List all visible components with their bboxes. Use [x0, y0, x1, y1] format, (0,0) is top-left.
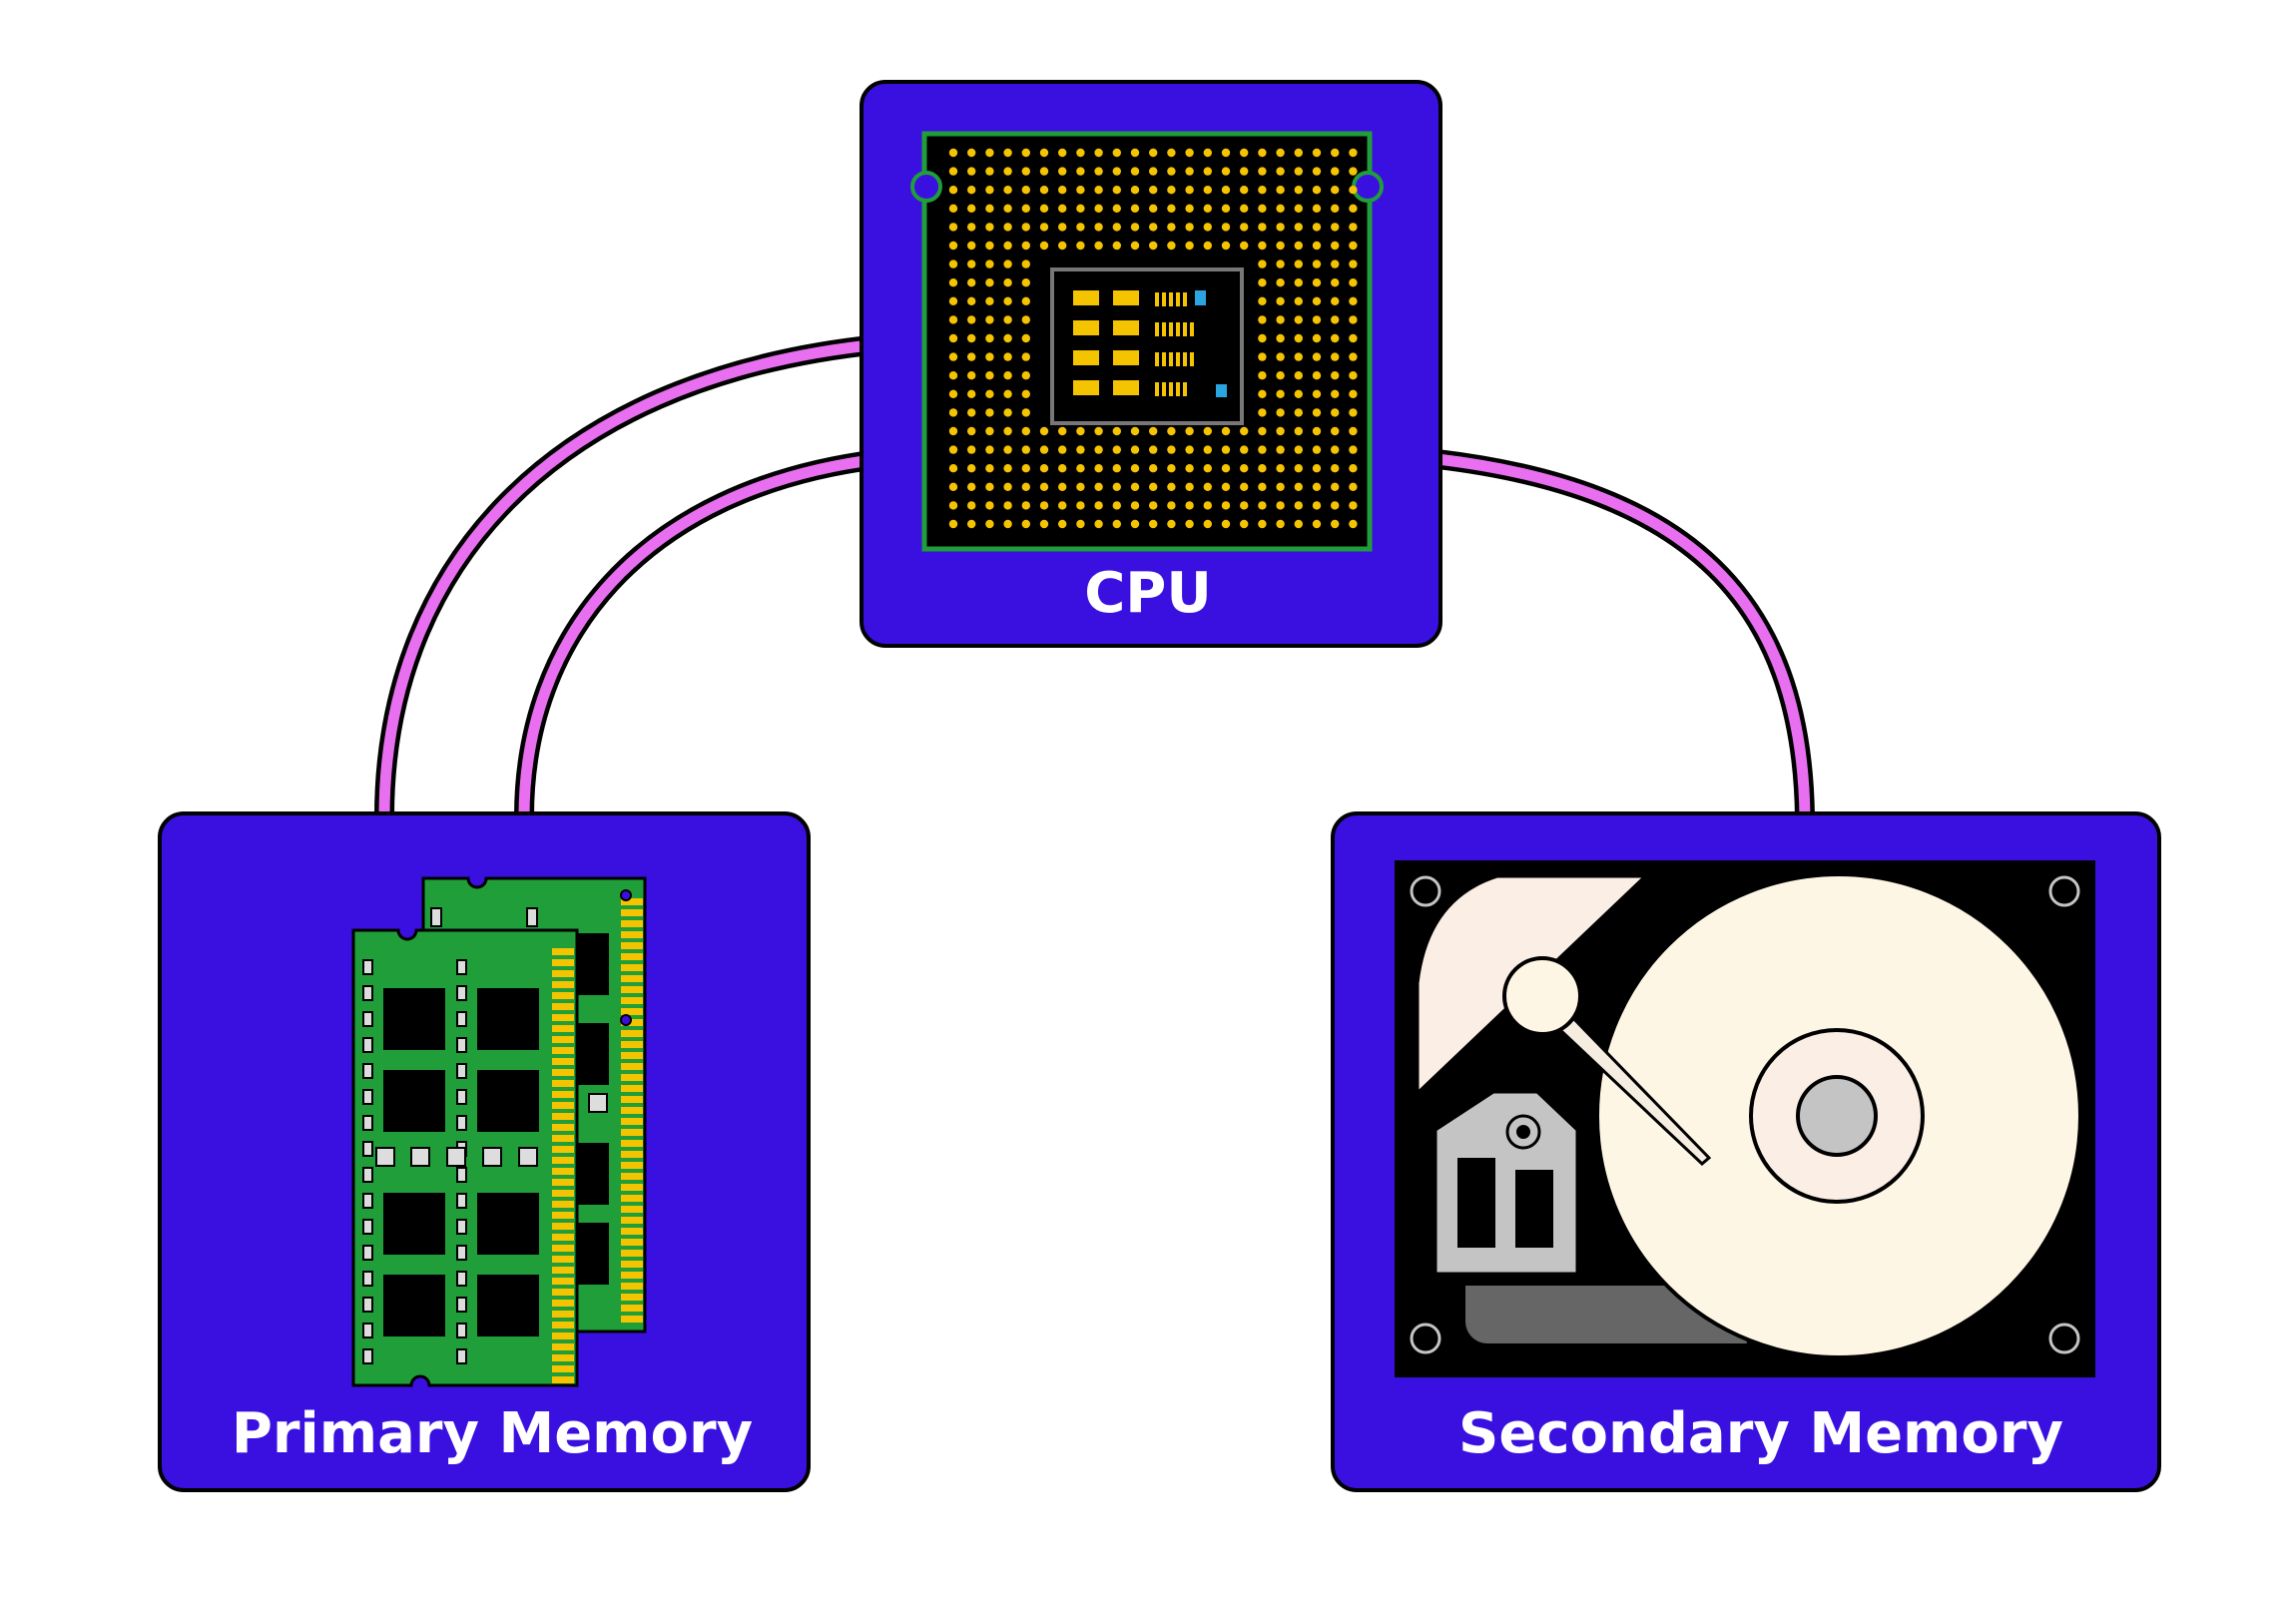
cpu-die-bars	[1155, 292, 1194, 396]
primary-memory-label: Primary Memory	[232, 1401, 753, 1466]
secondary-memory-label: Secondary Memory	[1458, 1401, 2063, 1466]
hdd-spindle-hub	[1796, 1075, 1878, 1157]
ram-small-components	[375, 1093, 608, 1167]
cpu-chip-icon	[910, 131, 1384, 552]
secondary-memory-node: Secondary Memory	[1331, 811, 2161, 1492]
hdd-voice-coil	[1434, 1090, 1579, 1276]
hdd-actuator-pivot	[1502, 956, 1582, 1036]
ram-memory-chips	[383, 988, 539, 1336]
hard-drive-icon	[1395, 860, 2095, 1377]
cpu-pin-grid	[948, 148, 1358, 529]
cpu-die-contacts	[1073, 290, 1139, 395]
primary-memory-node: Primary Memory	[158, 811, 811, 1492]
cpu-node: CPU	[860, 80, 1442, 648]
cpu-label: CPU	[1084, 561, 1212, 626]
ram-module-front	[351, 928, 608, 1387]
hdd-cover-plate	[1465, 1286, 1747, 1343]
ram-modules-icon	[351, 876, 647, 1387]
connectors	[374, 334, 1815, 817]
connector-cpu-secondary	[1435, 449, 1815, 817]
hdd-screws	[1410, 875, 2080, 1354]
